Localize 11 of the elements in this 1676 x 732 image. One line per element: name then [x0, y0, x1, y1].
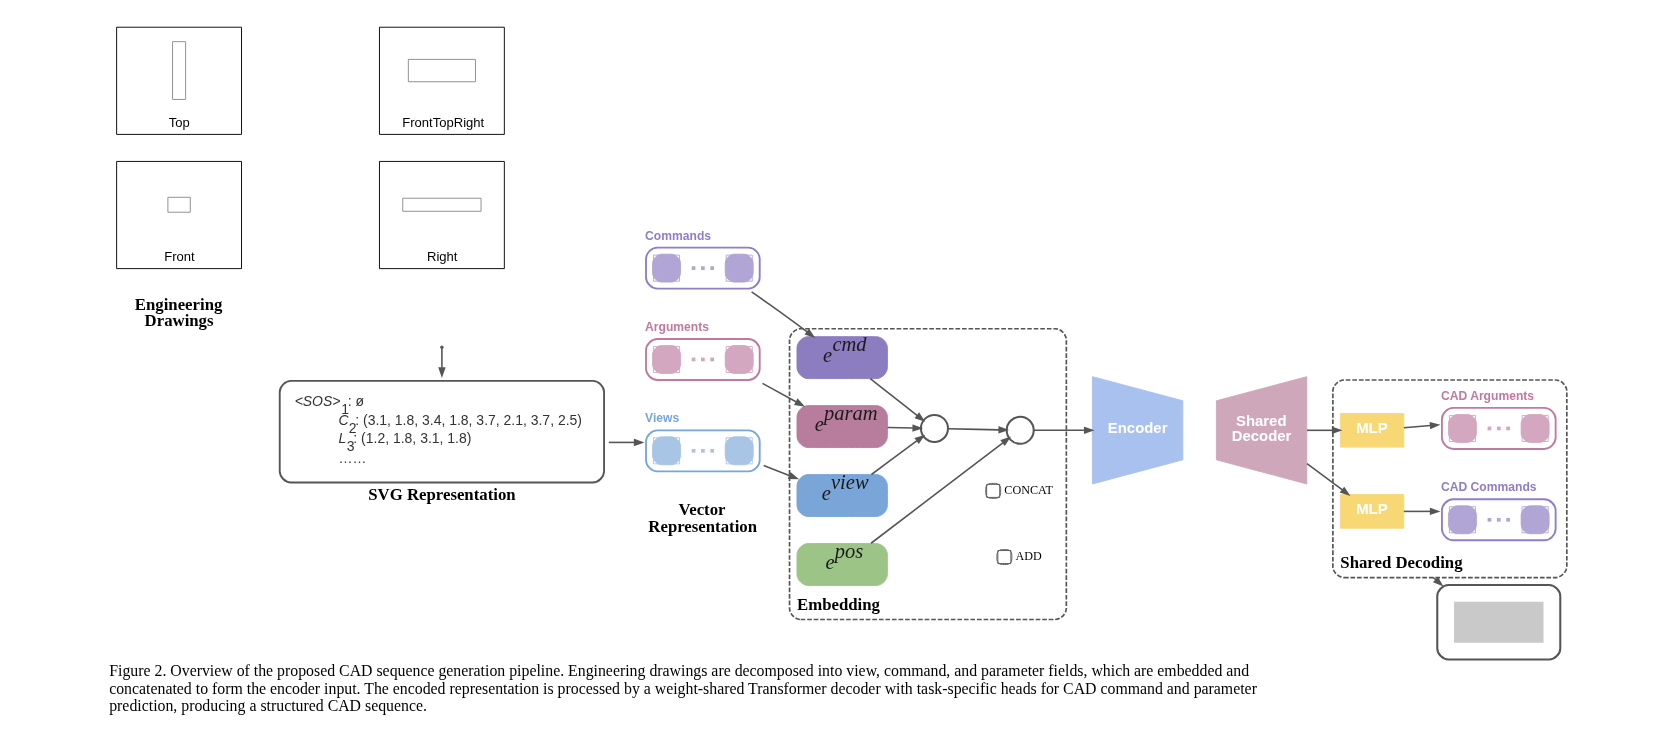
legend-label: CONCAT: [1004, 483, 1053, 498]
node-label: CAD Arguments: [1441, 388, 1535, 403]
node-label: Views: [645, 411, 680, 426]
caption: Figure 2. Overview of the proposed CAD sequence generation pipeline. Engineering drawings are decomposed into view, command, and parameter fields, which are embedded and concatenated to form the encoder input. The encoded representation is processed by a weight-shared Transformer decoder with task-specific heads for CAD command and parameter prediction, producing a structured CAD sequence.: [109, 661, 1257, 715]
legend-label: ADD: [1015, 549, 1042, 564]
label: Vector Representation: [648, 500, 758, 537]
label: Engineering Drawings: [134, 294, 223, 331]
node-label: CAD Commands: [1441, 480, 1537, 495]
node-label: Commands: [645, 228, 712, 243]
node-label: Arguments: [645, 319, 709, 334]
node-label: SVG Representation: [368, 484, 516, 504]
